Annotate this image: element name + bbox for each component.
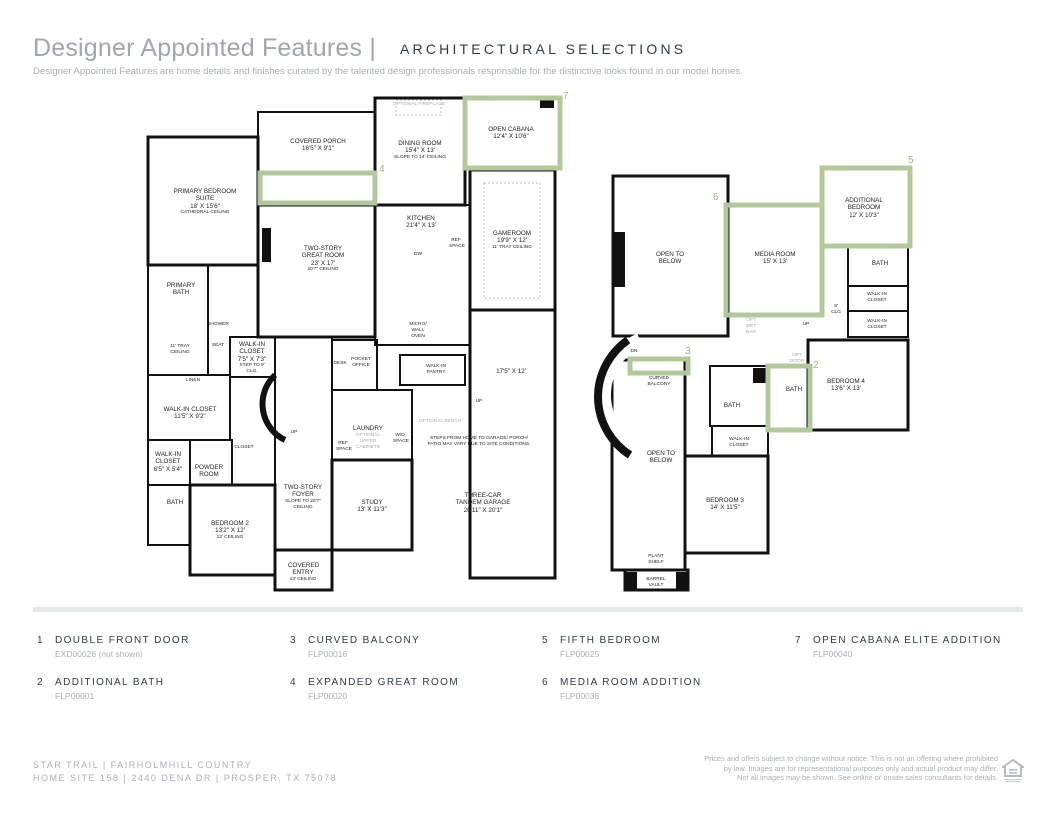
closet: CLOSET [234, 445, 254, 450]
wd-space: W/D SPACE [393, 433, 409, 444]
marker-3: 3 [685, 346, 691, 357]
highlight-outlines [257, 95, 913, 433]
disclaimer-line: Prices and offers subject to change with… [704, 754, 998, 763]
divider [33, 607, 1023, 612]
steps-note: STEPS FROM HOME TO GARAGE/ PORCH/ PATIO … [427, 436, 531, 447]
curved-stair-1 [259, 372, 287, 443]
highlight-curved-balcony [627, 356, 691, 376]
wall-covered-porch [257, 111, 376, 206]
stair-up-1: UP [290, 430, 298, 435]
room-bath-right: BATH [871, 260, 889, 267]
wall-walkin-b [847, 310, 909, 338]
wall-open-lower [610, 358, 687, 572]
stair-up-second: UP [802, 322, 810, 327]
shower: SHOWER [207, 322, 229, 327]
room-bath-additional: BATH [785, 386, 803, 393]
tray-ceiling-note: 11' TRAY CEILING [170, 344, 190, 355]
home-address: HOME SITE 158 | 2440 DENA DR | PROSPER, … [33, 773, 338, 783]
linen: LINEN [185, 378, 201, 383]
wall-bath-green [767, 365, 811, 431]
marker-4: 4 [379, 164, 385, 175]
stair-up-2: UP [475, 399, 483, 404]
plant-shelf: PLANT SHELF [648, 554, 664, 565]
highlight-additional-bath [765, 363, 813, 433]
open-to-below-1: OPEN TO BELOW [655, 251, 685, 266]
barrel-vault: BARREL VAULT [646, 577, 666, 588]
curved-stair-2 [596, 333, 644, 457]
wall-bath [147, 484, 191, 546]
ceiling-note: 8' CLG [831, 304, 841, 315]
walkin-closet-c: WALK-IN CLOSET [729, 437, 749, 448]
room-bath-mid: BATH [723, 402, 741, 409]
marker-5: 5 [908, 155, 914, 166]
disclaimer-line: by law. Images are for representational … [723, 763, 998, 773]
room-laundry: LAUNDRY [353, 425, 383, 432]
highlight-expanded-great-room [257, 170, 378, 206]
stair-down: DN [630, 349, 638, 354]
walkin-closet-b: WALK-IN CLOSET [867, 319, 887, 330]
curved-stair-2-outline [594, 336, 633, 459]
garage-front-dimensions: 17'5" X 12' [496, 368, 526, 375]
equal-housing-icon [1002, 759, 1024, 782]
highlight-fifth-bedroom [819, 165, 913, 249]
open-to-below-2: OPEN TO BELOW [646, 450, 676, 465]
wall-entry [273, 548, 334, 592]
wall-garage [468, 308, 557, 580]
micro-wall-oven: MICRO/ WALL OVEN [409, 322, 427, 339]
room-bath: BATH [166, 499, 184, 506]
room-walkin-pantry: WALK-IN PANTRY [426, 364, 446, 375]
room-powder: POWDER ROOM [194, 464, 224, 479]
wall-pantry [399, 354, 466, 386]
marker-6: 6 [713, 192, 719, 203]
optional-bench: OPTIONAL BENCH [418, 419, 462, 424]
page-subtitle: Designer Appointed Features are home det… [33, 66, 743, 77]
curved-balcony: CURVED BALCONY [647, 376, 671, 387]
marker-2: 2 [813, 360, 819, 371]
page-title: Designer Appointed Features | [33, 34, 377, 62]
optional-wet-bar: OPT WET BAR [745, 318, 757, 335]
seat: SEAT [211, 343, 225, 348]
optional-fireplace: OPTIONAL FIREPLACE [392, 102, 446, 107]
room-pocket-office: POCKET OFFICE [351, 357, 371, 368]
marker-7: 7 [563, 91, 569, 102]
room-primary-bath: PRIMARY BATH [166, 282, 196, 297]
disclaimer-line: Not all images may be shown. See online … [737, 773, 998, 783]
wall-foyer [274, 336, 333, 551]
optional-door: OPT DOOR [789, 353, 805, 364]
dishwasher: DW [414, 252, 422, 257]
optional-upper-cabinets: OPTIONAL UPPER CABINETS [355, 433, 381, 450]
wall-study [330, 458, 414, 552]
laundry-ref-space: REF SPACE [336, 441, 352, 452]
community-name: STAR TRAIL | FAIRHOLMHILL COUNTRY [33, 760, 253, 770]
desk: DESK [333, 361, 347, 366]
disclaimer: Prices and offers subject to change with… [704, 754, 998, 783]
section-title: ARCHITECTURAL SELECTIONS [400, 41, 687, 57]
highlight-open-cabana [462, 95, 563, 171]
walkin-closet-a: WALK-IN CLOSET [867, 292, 887, 303]
highlight-media-room [723, 202, 825, 318]
kitchen-ref-space: REF SPACE [449, 238, 465, 249]
